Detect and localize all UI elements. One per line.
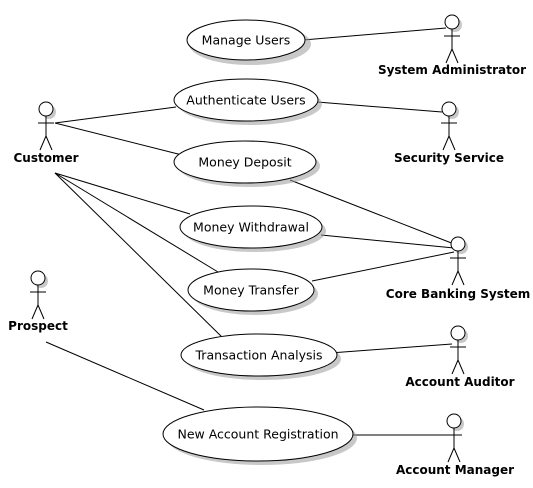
use-case-label: Money Deposit: [198, 155, 291, 170]
actor-account-manager: [446, 413, 464, 463]
actor-account-auditor: [450, 325, 468, 375]
assoc-prospect-registration: [45, 341, 205, 411]
use-case-money-deposit: Money Deposit: [173, 140, 320, 187]
actor-label-security-service: Security Service: [394, 151, 504, 165]
actor-label-account-manager: Account Manager: [396, 463, 514, 477]
actor-prospect: [30, 270, 48, 320]
assoc-customer-analysis: [54, 172, 226, 341]
use-case-transaction-analysis: Transaction Analysis: [180, 333, 341, 380]
actor-label-account-auditor: Account Auditor: [405, 375, 514, 389]
use-case-authenticate-users: Authenticate Users: [173, 78, 322, 125]
use-case-label: Authenticate Users: [186, 93, 305, 108]
actor-system-administrator: [444, 14, 462, 64]
assoc-security-authenticate: [316, 101, 443, 113]
use-case-label: New Account Registration: [177, 427, 338, 442]
assoc-core-withdrawal: [320, 234, 455, 249]
assoc-auditor-analysis: [329, 343, 453, 354]
use-case-new-account-registration: New Account Registration: [162, 406, 357, 465]
actor-label-system-administrator: System Administrator: [378, 63, 526, 77]
actor-label-customer: Customer: [13, 151, 78, 165]
assoc-customer-authenticate: [54, 106, 177, 124]
use-case-label: Money Withdrawal: [193, 220, 309, 235]
use-case-label: Transaction Analysis: [195, 348, 323, 363]
assoc-customer-withdrawal: [54, 172, 191, 215]
use-case-manage-users: Manage Users: [186, 19, 311, 65]
use-case-label: Money Transfer: [203, 283, 300, 298]
actor-core-banking-system: [450, 236, 468, 286]
actor-customer: [38, 101, 56, 151]
assoc-customer-deposit: [54, 122, 183, 156]
actor-label-core-banking-system: Core Banking System: [386, 287, 530, 301]
actor-label-prospect: Prospect: [8, 319, 68, 333]
assoc-sysadmin-manage-users: [302, 27, 447, 41]
assoc-core-deposit: [289, 179, 455, 245]
use-case-money-withdrawal: Money Withdrawal: [179, 205, 326, 252]
assoc-customer-transfer: [54, 172, 219, 273]
associations: [45, 27, 455, 436]
assoc-core-transfer: [311, 251, 455, 282]
use-case-money-transfer: Money Transfer: [187, 268, 318, 315]
actor-security-service: [441, 101, 459, 151]
use-case-label: Manage Users: [202, 33, 291, 48]
